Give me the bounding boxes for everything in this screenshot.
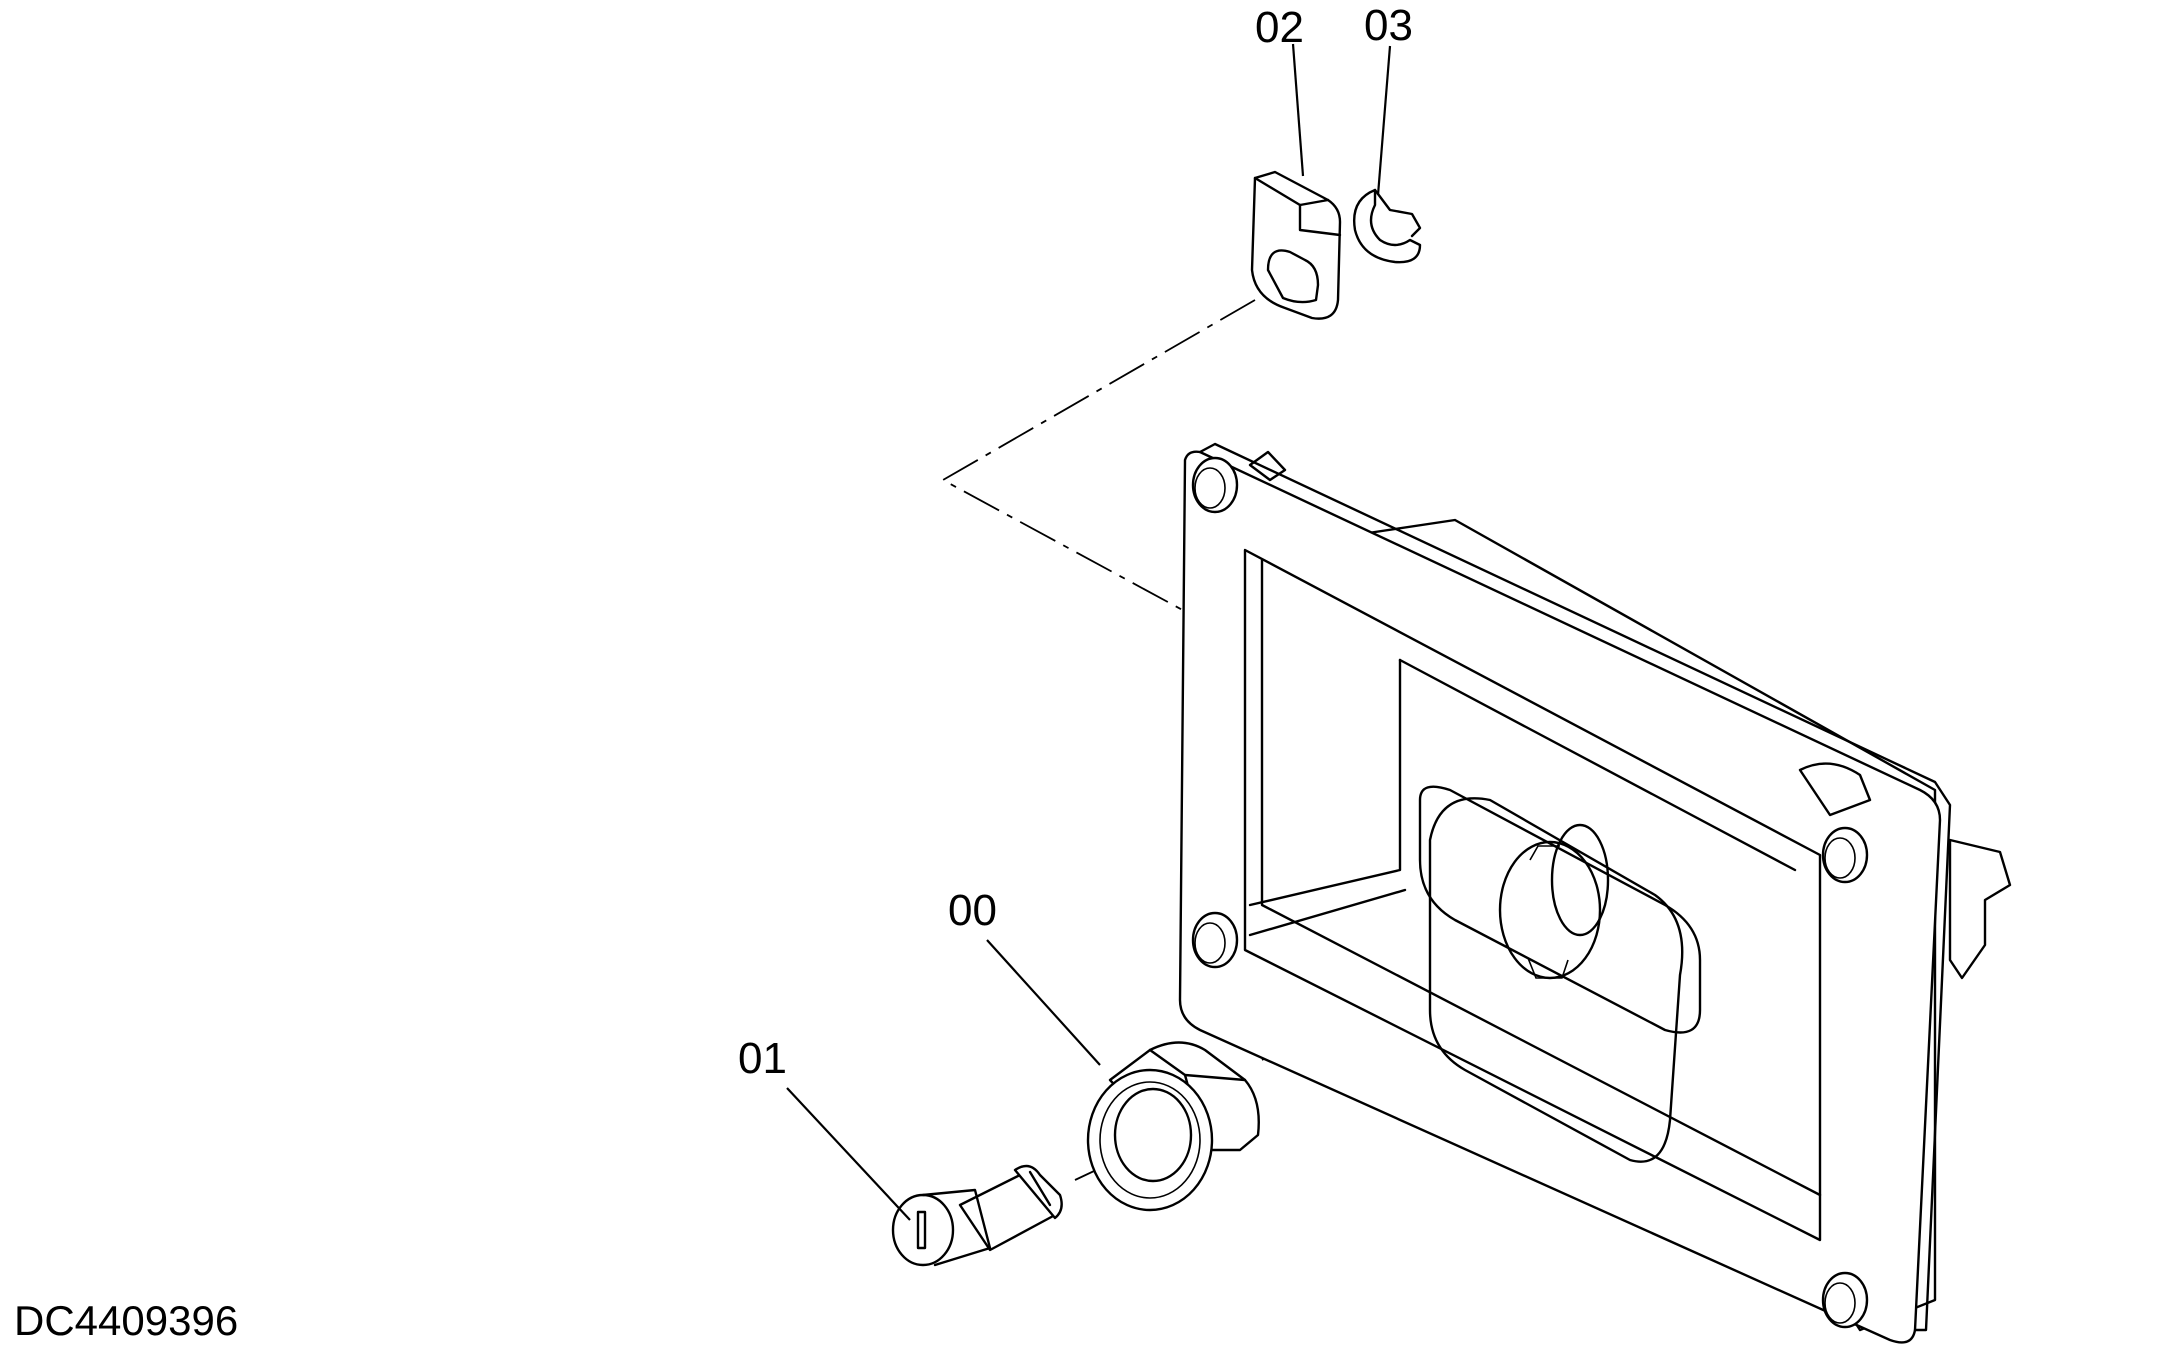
callout-00: 00 (948, 886, 997, 935)
callout-leaders (786, 43, 1392, 1221)
rivet-bottom-right (1821, 1271, 1869, 1329)
drawing-number: DC4409396 (14, 1297, 239, 1344)
cylinder-bushing-part (1086, 1041, 1260, 1212)
retaining-clip-part (1353, 188, 1422, 264)
rivet-bottom-left (1191, 911, 1239, 969)
latch-tab-part (1250, 170, 1342, 320)
key-cylinder-part (891, 1164, 1063, 1267)
callout-03: 03 (1364, 1, 1413, 50)
lock-housing (1178, 442, 2012, 1344)
rivet-top-right (1821, 826, 1869, 884)
callout-02: 02 (1255, 3, 1304, 52)
callout-01: 01 (738, 1034, 787, 1083)
rivet-top-left (1191, 456, 1239, 514)
